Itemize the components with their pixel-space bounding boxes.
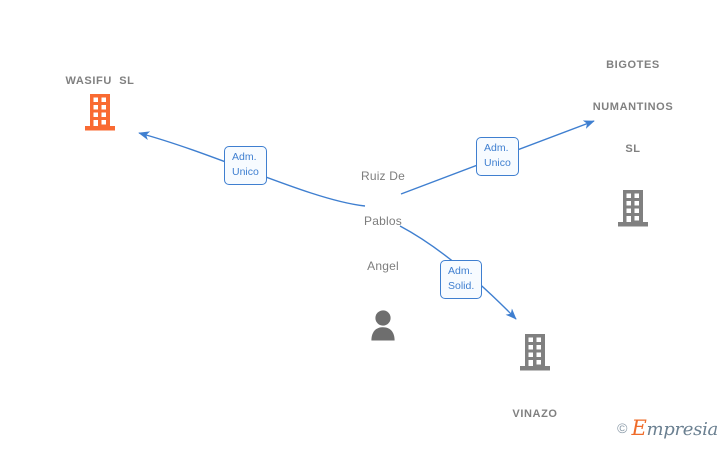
node-label-bigotes: BIGOTES NUMANTINOS SL xyxy=(593,30,674,184)
edge-label-line: Adm. xyxy=(448,265,473,277)
node-company-bigotes[interactable]: BIGOTES NUMANTINOS SL xyxy=(558,30,708,232)
edge-label-line: Unico xyxy=(484,157,511,169)
node-label-wasifu: WASIFU SL xyxy=(65,75,135,87)
building-icon xyxy=(520,333,550,376)
edge-label-line: Solid. xyxy=(448,280,475,292)
brand-initial: E xyxy=(631,416,647,440)
node-label-line: SL xyxy=(625,143,641,155)
edge-label-line: Adm. xyxy=(232,151,257,163)
watermark: © Empresia xyxy=(617,416,718,440)
edge-label-adm-solid-vinazo[interactable]: Adm. Solid. xyxy=(440,260,483,299)
person-icon xyxy=(368,309,398,346)
node-label-vinazo: VINAZO BALEARES SL xyxy=(491,379,579,450)
node-label-person: Ruiz De Pablos Angel xyxy=(361,139,405,304)
brand-rest: mpresia xyxy=(646,419,719,440)
node-label-line: Pablos xyxy=(364,214,402,228)
node-label-line: BIGOTES xyxy=(606,59,660,71)
node-label-line: VINAZO xyxy=(512,408,558,420)
brand-logo: Empresia xyxy=(631,416,718,440)
node-label-line: Ruiz De xyxy=(360,169,406,183)
copyright-icon: © xyxy=(617,420,628,436)
edge-label-adm-unico-wasifu[interactable]: Adm. Unico xyxy=(224,146,267,185)
edge-label-adm-unico-bigotes[interactable]: Adm. Unico xyxy=(476,137,519,176)
node-label-line: NUMANTINOS xyxy=(592,101,674,113)
edge-label-line: Adm. xyxy=(484,142,509,154)
node-company-wasifu[interactable]: WASIFU SL xyxy=(25,74,175,136)
edge-label-line: Unico xyxy=(232,166,259,178)
building-icon xyxy=(85,93,115,136)
building-icon xyxy=(618,189,648,232)
node-label-line: Angel xyxy=(367,259,399,273)
node-company-vinazo[interactable]: VINAZO BALEARES SL xyxy=(460,333,610,450)
node-person-ruiz-de-pablos-angel[interactable]: Ruiz De Pablos Angel xyxy=(308,139,458,346)
